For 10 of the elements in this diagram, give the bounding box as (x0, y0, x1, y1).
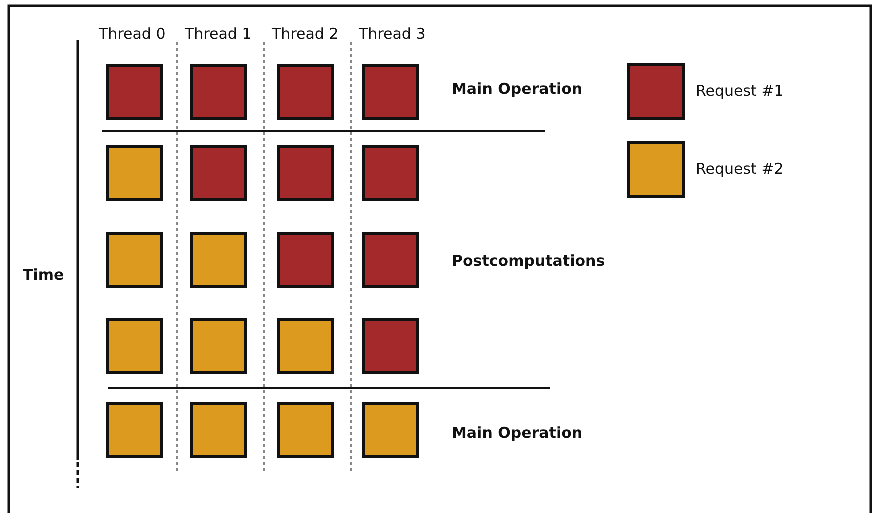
column-header: Thread 3 (359, 25, 426, 43)
legend-label: Request #2 (696, 160, 784, 178)
axis-label: Time (23, 266, 64, 284)
legend-label: Request #1 (696, 82, 784, 100)
phase-label: Main Operation (452, 80, 583, 98)
column-header: Thread 1 (185, 25, 252, 43)
column-header: Thread 0 (99, 25, 166, 43)
phase-label: Main Operation (452, 424, 583, 442)
column-header: Thread 2 (272, 25, 339, 43)
phase-label: Postcomputations (452, 252, 606, 270)
